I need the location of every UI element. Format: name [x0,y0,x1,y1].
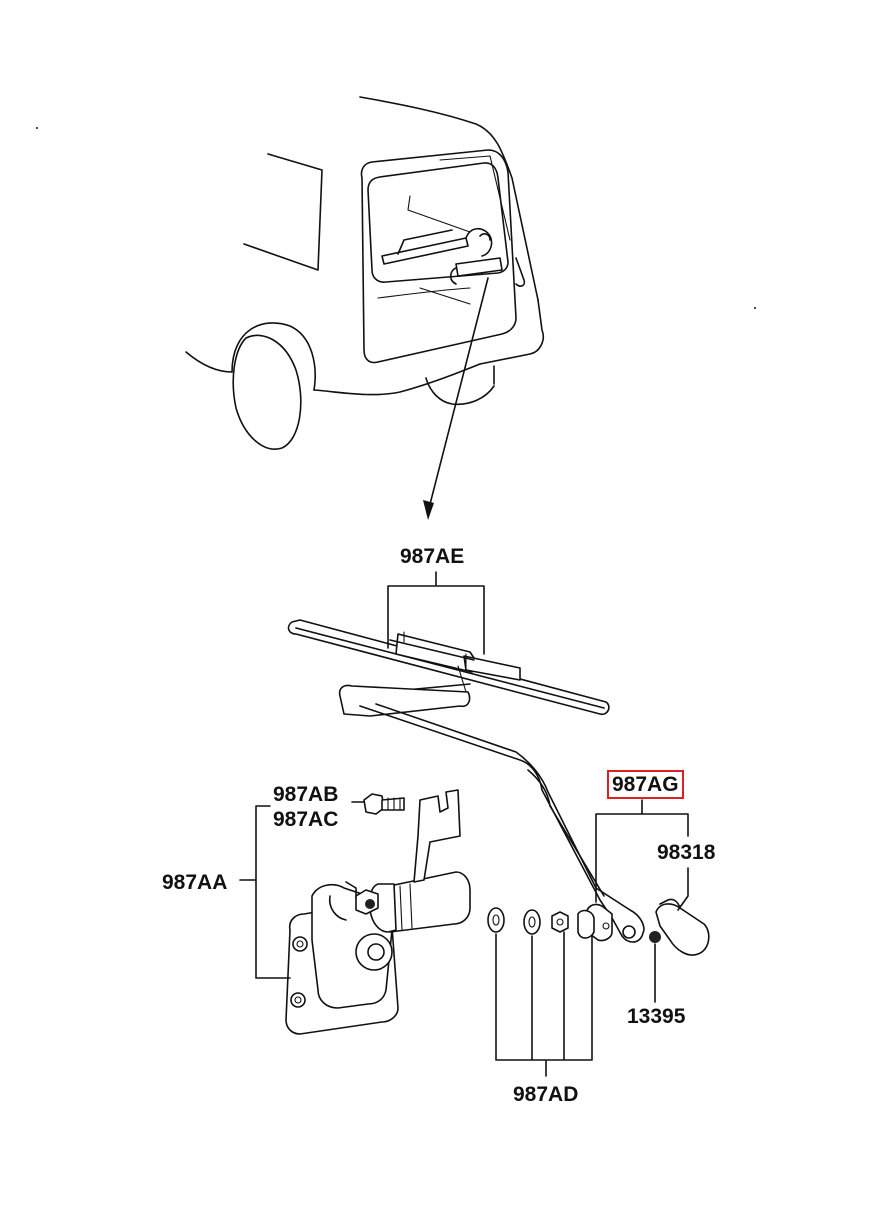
motor-assembly-illustration [285,789,471,1035]
label-bolt-2: 987AC [273,808,339,831]
label-arm-cap: 98318 [657,841,716,864]
bolt-illustration [363,793,405,815]
vehicle-rear-illustration [185,96,545,450]
label-motor-assembly: 987AA [162,871,228,894]
pointer-arrow [423,277,489,520]
callout-lines [239,571,689,1077]
label-nut: 13395 [627,1005,686,1028]
scan-dots [36,127,756,309]
nut-illustration [649,931,661,943]
washers-illustration [487,907,595,939]
label-wiper-blade: 987AE [400,545,465,568]
arm-cap-illustration [655,898,710,956]
label-washers-bushing: 987AD [513,1083,579,1106]
label-wiper-arm-highlighted: 987AG [607,770,684,799]
label-bolt-1: 987AB [273,783,339,806]
